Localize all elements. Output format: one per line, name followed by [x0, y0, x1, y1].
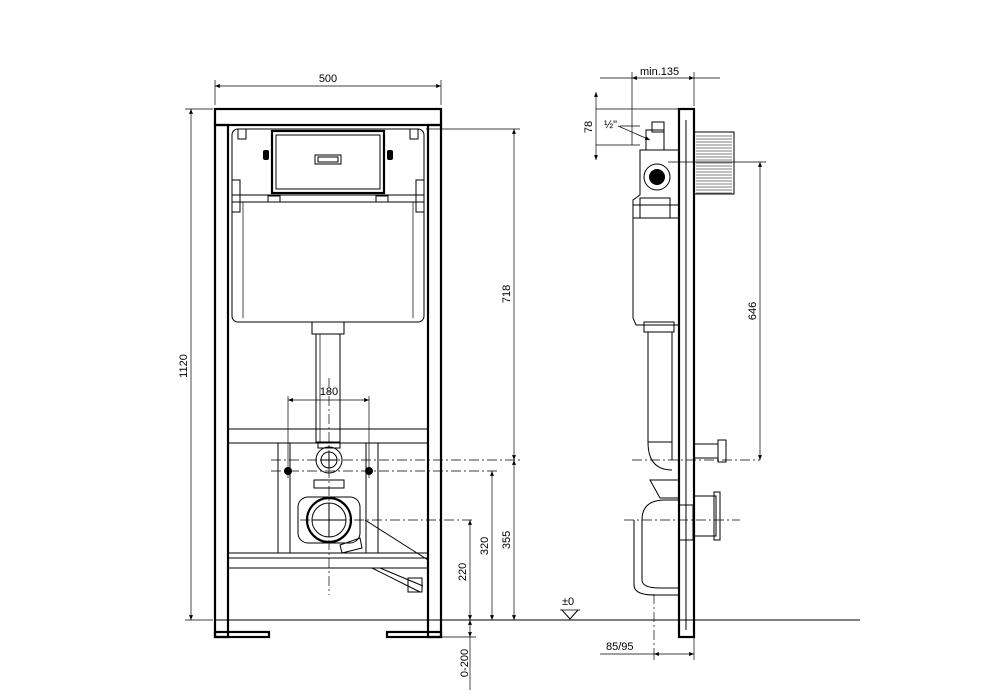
- waste-connector: [297, 479, 363, 554]
- side-dimensions: min.135 78 ½" 646 85/95: [583, 66, 766, 660]
- dim-min-135: min.135: [640, 66, 679, 78]
- cistern: [231, 128, 425, 323]
- dim-355: 355: [501, 531, 513, 549]
- dim-718: 718: [501, 285, 513, 303]
- dim-85-95: 85/95: [606, 641, 634, 653]
- right-foot: [385, 630, 443, 639]
- right-post: [426, 123, 443, 639]
- dim-width-500: 500: [319, 73, 337, 85]
- front-dimensions: 500 1120 718 355 320 220 0-200 180: [178, 73, 520, 690]
- cross-rail: [227, 428, 429, 444]
- front-view: [213, 107, 860, 639]
- dim-78: 78: [583, 121, 595, 133]
- side-cistern: [632, 121, 680, 333]
- dim-220: 220: [457, 563, 469, 581]
- side-flush-pipe: [647, 331, 727, 471]
- dim-320: 320: [479, 537, 491, 555]
- dim-height-1120: 1120: [178, 354, 190, 378]
- side-insulation-block: [693, 131, 735, 195]
- dim-180: 180: [320, 386, 338, 398]
- flush-plate-opening: [270, 129, 386, 195]
- floor-level-label: ±0: [562, 596, 574, 608]
- waste-pipe-diagonal: [364, 519, 429, 593]
- dim-646: 646: [747, 302, 759, 320]
- left-post: [213, 123, 230, 639]
- flush-pipe: [311, 321, 345, 443]
- dim-thread: ½": [604, 119, 617, 131]
- side-view: [624, 107, 760, 648]
- side-frame-post: [677, 107, 696, 639]
- left-foot: [213, 630, 271, 639]
- side-waste-bend: [633, 479, 721, 596]
- top-rail: [213, 107, 443, 127]
- floor-level-marker: ±0: [560, 596, 580, 620]
- dim-0-200: 0-200: [459, 649, 471, 677]
